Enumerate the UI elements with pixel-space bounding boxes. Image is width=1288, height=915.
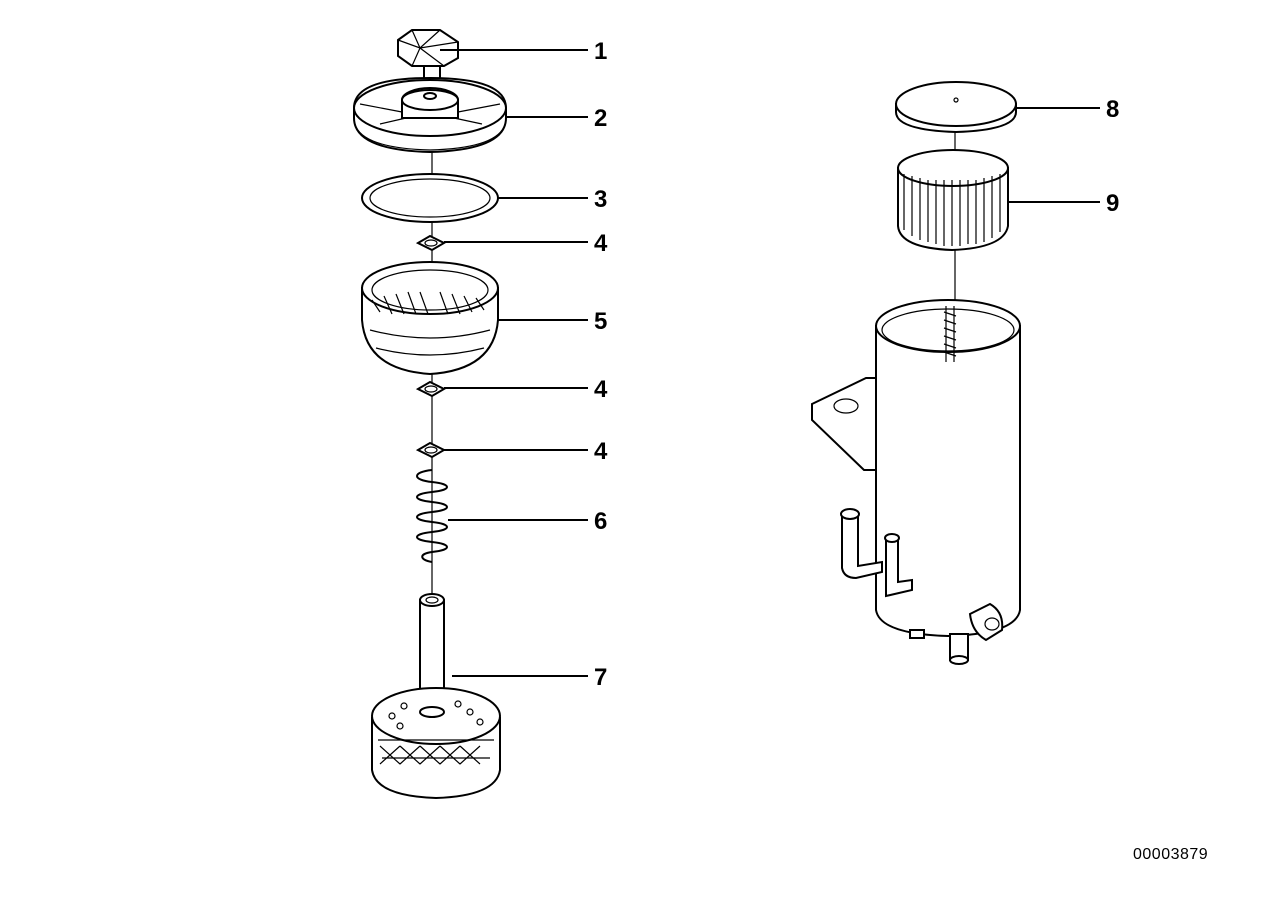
callout-4a: 4 xyxy=(594,230,608,257)
callout-2: 2 xyxy=(594,105,607,132)
callout-1: 1 xyxy=(594,38,607,65)
diagram-reference-code: 00003879 xyxy=(1133,846,1209,863)
callout-7: 7 xyxy=(594,664,607,691)
part-washer-1 xyxy=(415,234,447,252)
callout-9: 9 xyxy=(1106,190,1119,217)
part-cover-disc xyxy=(895,81,1017,134)
callout-3: 3 xyxy=(594,186,607,213)
part-washer-3 xyxy=(415,441,447,459)
part-o-ring xyxy=(361,173,499,223)
callout-5: 5 xyxy=(594,308,607,335)
part-reservoir-body xyxy=(811,299,1021,665)
leader-lines xyxy=(440,49,1100,677)
part-strainer-bowl xyxy=(361,261,499,376)
callout-6: 6 xyxy=(594,508,607,535)
part-filter-tube xyxy=(371,593,501,800)
callout-4c: 4 xyxy=(594,438,608,465)
callout-8: 8 xyxy=(1106,96,1119,123)
part-lid xyxy=(353,76,507,154)
part-filter-cartridge xyxy=(897,149,1009,252)
callout-4b: 4 xyxy=(594,376,608,403)
part-spring xyxy=(416,469,448,563)
part-washer-2 xyxy=(415,380,447,398)
